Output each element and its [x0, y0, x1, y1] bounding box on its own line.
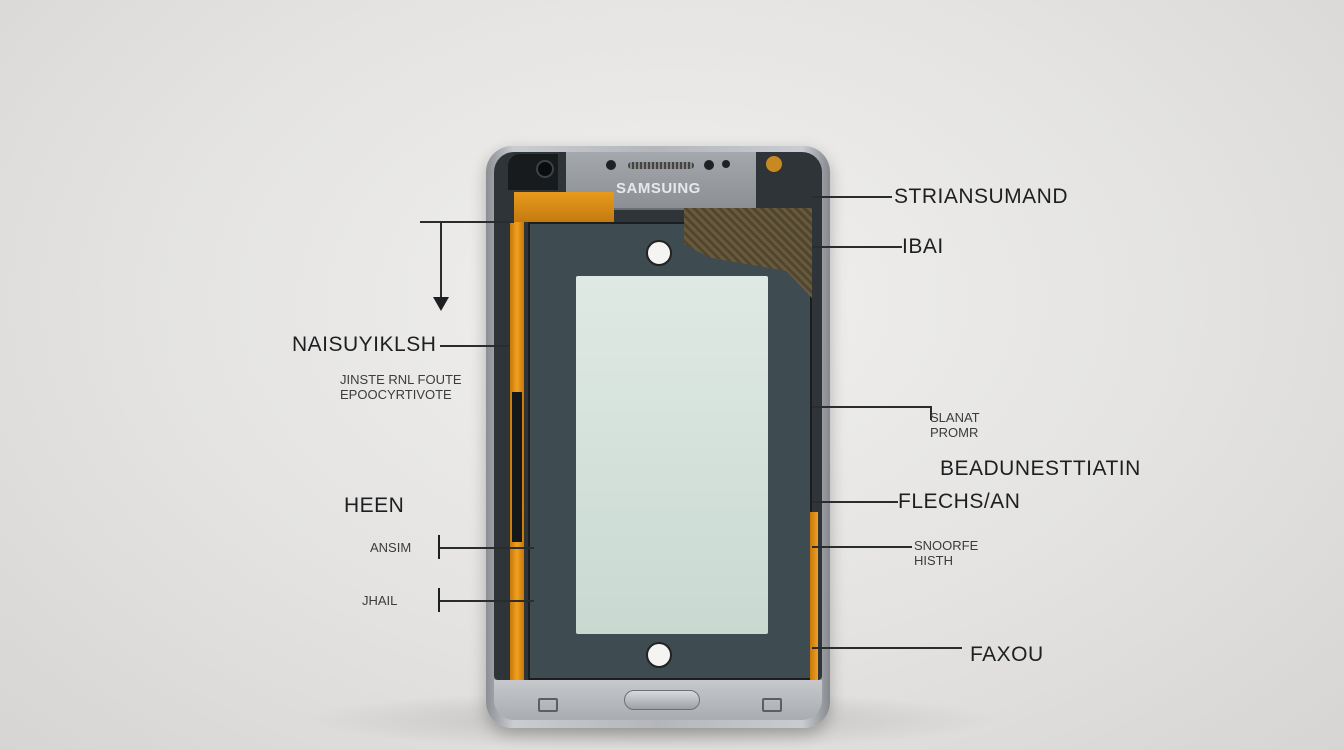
leader-line — [812, 406, 932, 408]
label-left-small-3: JHAIL — [362, 593, 398, 608]
leader-line — [812, 196, 892, 198]
arrow-down-icon — [433, 297, 449, 311]
screen-panel — [576, 276, 768, 634]
leader-line — [440, 221, 442, 299]
leader-line — [812, 546, 912, 548]
label-right-flec: FLECHS/AN — [898, 490, 1021, 513]
home-button — [624, 690, 700, 710]
leader-line — [812, 501, 898, 503]
leader-line — [930, 406, 932, 420]
sensor-dot-icon — [704, 160, 714, 170]
menu-key-icon — [762, 698, 782, 712]
label-right-bottom: FAXOU — [970, 643, 1044, 666]
leader-line — [420, 221, 514, 223]
flex-cable-top — [514, 192, 614, 222]
leader-line — [812, 647, 962, 649]
brand-logo: SAMSUING — [616, 180, 701, 197]
label-top-right-2: IBAI — [902, 235, 944, 258]
phone-body: SAMSUING — [486, 146, 830, 728]
camera-lens-icon — [536, 160, 554, 178]
sensor-dot-icon — [722, 160, 730, 168]
bottom-mount-hole-icon — [646, 642, 672, 668]
label-left-heen: HEEN — [344, 494, 405, 517]
label-top-right-1: STRIANSUMAND — [894, 185, 1069, 208]
label-left-small-2: ANSIM — [370, 540, 412, 555]
bottom-bezel — [494, 680, 822, 720]
label-left-small: JINSTE RNL FOUTE EPOOCYRTIVOTE — [340, 372, 462, 402]
sensor-dot-icon — [606, 160, 616, 170]
speaker-grille-icon — [628, 162, 694, 169]
leader-line — [812, 246, 902, 248]
label-right-small-1: SLANAT PROMR — [930, 410, 980, 440]
tick-mark — [438, 588, 440, 612]
battery-strip — [512, 392, 522, 542]
label-right-small-2: SNOORFE HISTH — [914, 538, 979, 568]
leader-line — [440, 600, 534, 602]
back-key-icon — [538, 698, 558, 712]
front-camera-icon — [764, 154, 784, 174]
label-left-main: NAISUYIKLSH — [292, 333, 437, 356]
tick-mark — [438, 535, 440, 559]
leader-line — [440, 547, 534, 549]
flex-cable-right — [810, 512, 818, 680]
camera-module — [508, 154, 558, 190]
top-mount-hole-icon — [646, 240, 672, 266]
phone-interior: SAMSUING — [494, 152, 822, 680]
label-right-main: BEADUNESTTIATIN — [940, 457, 1141, 480]
leader-line — [440, 345, 510, 347]
